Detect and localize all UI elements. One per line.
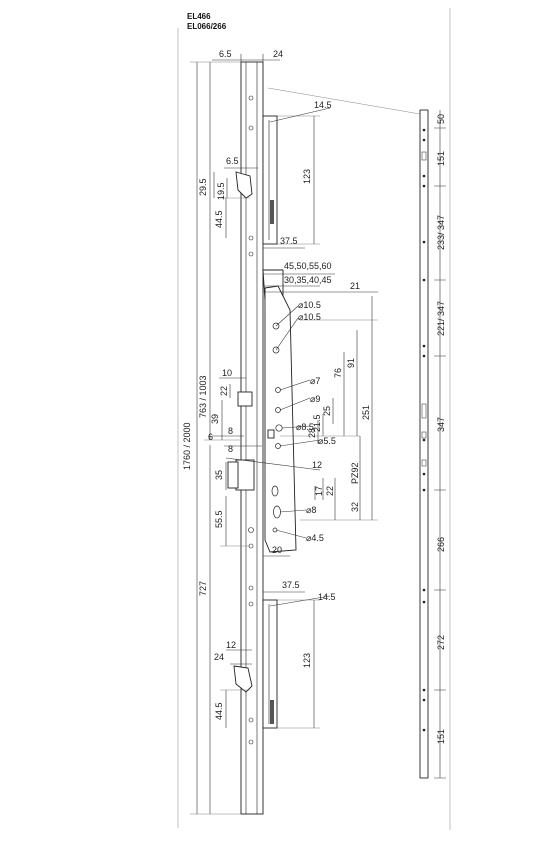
dim-label: 221/ 347 xyxy=(436,301,446,336)
dim-label: 20 xyxy=(272,545,282,555)
dim-label: 35 xyxy=(214,470,224,480)
dim-label: 14.5 xyxy=(314,100,332,110)
dim-label: 727 xyxy=(198,581,208,596)
dim-label: 151 xyxy=(436,729,446,744)
dim-label: 24 xyxy=(214,652,224,662)
dim-label: 12 xyxy=(312,460,322,470)
dim-label: 14.5 xyxy=(318,592,336,602)
dim-label: 76 xyxy=(333,368,343,378)
faceplate xyxy=(240,61,264,815)
dimension-labels: 6.5 24 14.5 6.5 123 29.5 19.5 44.5 37.5 … xyxy=(182,49,446,744)
dim-label: 19.5 xyxy=(216,182,226,200)
dim-label: 25 xyxy=(322,406,332,416)
dim-label: ⌀8 xyxy=(306,505,316,515)
dim-label: 45,50,55,60 xyxy=(284,261,332,271)
dim-label: ⌀10.5 xyxy=(298,300,321,310)
dim-label: 29.5 xyxy=(198,178,208,196)
dim-label: 8 xyxy=(228,426,233,436)
dim-label: 12 xyxy=(226,640,236,650)
dim-label: ⌀8.5 xyxy=(296,422,314,432)
dim-label: 55.5 xyxy=(214,510,224,528)
dim-label: 30,35,40,45 xyxy=(284,275,332,285)
dim-label: 347 xyxy=(436,417,446,432)
dim-label: 266 xyxy=(436,537,446,552)
dim-label: 6.5 xyxy=(219,49,232,59)
dim-label: PZ92 xyxy=(350,462,360,484)
dim-label: ⌀9 xyxy=(310,394,320,404)
dim-label: 10 xyxy=(222,368,232,378)
dim-label: 21.5 xyxy=(312,414,322,432)
title-line-1: EL466 xyxy=(187,12,211,21)
main-lock-case xyxy=(227,269,297,553)
dim-label: 123 xyxy=(302,169,312,184)
dim-label: 251 xyxy=(361,405,371,420)
title-line-2: EL066/266 xyxy=(187,22,227,31)
dim-label: ⌀7 xyxy=(310,376,320,386)
dim-label: 44.5 xyxy=(214,210,224,228)
overview-bar xyxy=(267,87,446,779)
lower-hook-body xyxy=(233,599,278,729)
dim-label: 39 xyxy=(210,414,220,424)
dim-label: 44.5 xyxy=(214,702,224,720)
dim-label: 233/ 347 xyxy=(436,215,446,250)
dim-label: 21 xyxy=(350,281,360,291)
dimension-lines xyxy=(190,54,378,815)
dim-label: 6.5 xyxy=(226,156,239,166)
dim-label: 17 xyxy=(314,486,324,496)
dim-label: 8 xyxy=(228,444,233,454)
dim-label: 32 xyxy=(350,502,360,512)
dim-label: 272 xyxy=(436,635,446,650)
dim-label: 22 xyxy=(219,386,229,396)
dim-label: 763 / 1003 xyxy=(198,375,208,418)
dim-label: 50 xyxy=(436,114,446,124)
dim-label: 6 xyxy=(208,432,213,442)
dim-label: 91 xyxy=(346,358,356,368)
dim-label: 24 xyxy=(273,49,283,59)
upper-hook-body xyxy=(235,115,278,245)
dim-label: ⌀10.5 xyxy=(298,312,321,322)
dim-label: ⌀5.5 xyxy=(318,436,336,446)
dim-label: 28 xyxy=(307,428,317,438)
dim-label: 37.5 xyxy=(280,236,298,246)
dim-label: 1760 / 2000 xyxy=(182,422,192,470)
dim-label: ⌀4.5 xyxy=(306,533,324,543)
dim-label: 123 xyxy=(302,653,312,668)
dim-label: 151 xyxy=(436,151,446,166)
dim-label: 37.5 xyxy=(282,580,300,590)
dim-label: 22 xyxy=(325,486,335,496)
